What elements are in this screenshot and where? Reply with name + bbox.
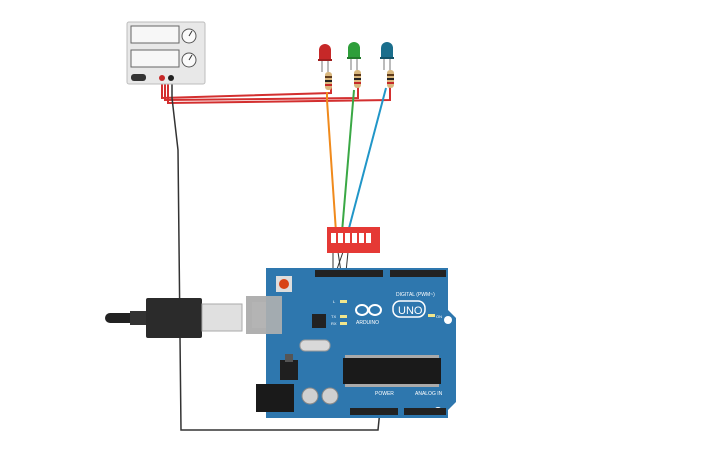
- voltage-display: [130, 25, 180, 44]
- positive-terminal[interactable]: [159, 75, 165, 81]
- l-led: [340, 300, 347, 303]
- arduino-uno-board[interactable]: ARDUINO UNO DIGITAL (PWM~) L TX RX ON PO…: [246, 268, 456, 418]
- green-led[interactable]: [347, 42, 361, 70]
- analog-header-label: ANALOG IN: [415, 391, 443, 397]
- power-supply[interactable]: [126, 21, 206, 85]
- arduino-logo-icon: [355, 304, 382, 316]
- dip-switch-toggle-5[interactable]: [359, 233, 364, 243]
- power-switch[interactable]: [131, 74, 146, 81]
- power-header[interactable]: [350, 408, 398, 415]
- dip-switch-toggle-6[interactable]: [366, 233, 371, 243]
- supply-positive-wire-3[interactable]: [167, 83, 391, 105]
- blue-led-wire[interactable]: [347, 87, 387, 233]
- current-display: [130, 49, 180, 68]
- negative-terminal[interactable]: [168, 75, 174, 81]
- digital-pwm-label: DIGITAL (PWM~): [396, 292, 435, 298]
- supply-positive-wire-1[interactable]: [161, 83, 332, 100]
- wires: [161, 83, 391, 431]
- dip-switch-toggle-2[interactable]: [338, 233, 343, 243]
- power-header-label: POWER: [375, 391, 394, 397]
- green-led-wire[interactable]: [341, 89, 355, 233]
- dip-switch-toggle-3[interactable]: [345, 233, 350, 243]
- rx-led-label: RX: [331, 321, 337, 326]
- dip-switch-toggle-1[interactable]: [331, 233, 336, 243]
- capacitor: [301, 387, 319, 405]
- uno-badge: [392, 300, 426, 318]
- board-brand-label: ARDUINO: [356, 320, 379, 326]
- blue-led[interactable]: [380, 42, 394, 70]
- board-model-label: UNO: [398, 305, 423, 317]
- crystal-oscillator: [299, 339, 331, 352]
- dip-switch-toggle-4[interactable]: [352, 233, 357, 243]
- rx-led: [340, 322, 347, 325]
- red-led-wire[interactable]: [326, 92, 337, 233]
- red-led[interactable]: [318, 44, 332, 72]
- resistor-blue-led[interactable]: [387, 70, 394, 88]
- l-led-label: L: [333, 299, 336, 304]
- usb-jack: [246, 296, 282, 334]
- mounting-hole: [444, 316, 452, 324]
- tx-led-label: TX: [331, 314, 336, 319]
- resistor-green-led[interactable]: [354, 70, 361, 88]
- dc-power-jack[interactable]: [256, 384, 294, 412]
- dip-switch[interactable]: [327, 227, 380, 253]
- capacitor: [321, 387, 339, 405]
- ground-wire[interactable]: [171, 83, 381, 431]
- usb-chip: [312, 314, 326, 328]
- voltage-regulator: [280, 360, 298, 380]
- tx-led: [340, 315, 347, 318]
- on-led: [428, 314, 435, 317]
- on-led-label: ON: [436, 314, 442, 319]
- digital-header[interactable]: [315, 270, 383, 277]
- atmega-chip: [343, 358, 441, 384]
- digital-header-2[interactable]: [390, 270, 446, 277]
- analog-header[interactable]: [404, 408, 446, 415]
- supply-positive-wire-2[interactable]: [164, 83, 359, 102]
- resistor-red-led[interactable]: [325, 72, 332, 90]
